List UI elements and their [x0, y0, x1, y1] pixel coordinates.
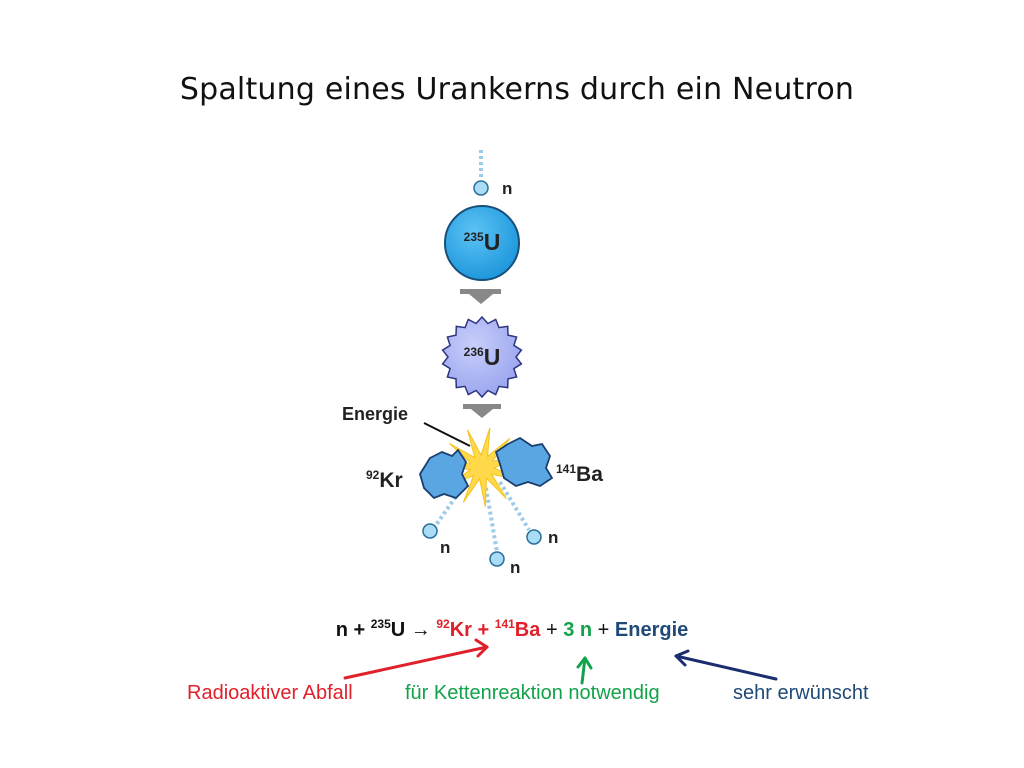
emitted-neutron-2-label: n	[510, 558, 520, 577]
eq-u-symbol: U	[390, 619, 406, 641]
process-arrow-1	[460, 289, 501, 304]
krypton-mass: 92	[366, 468, 380, 482]
eq-plus-2: +	[477, 619, 490, 641]
barium-fragment	[494, 436, 554, 487]
chain-arrow	[576, 656, 593, 685]
waste-arrow	[343, 638, 489, 680]
energy-pointer	[423, 422, 471, 447]
process-arrow-2	[463, 404, 501, 418]
uranium-235-nucleus	[444, 205, 520, 281]
neutron-track-2	[484, 487, 499, 553]
emitted-neutron-1-label: n	[440, 538, 450, 557]
barium-symbol: Ba	[576, 463, 603, 486]
uranium-236-nucleus	[441, 315, 523, 399]
krypton-fragment	[419, 448, 470, 500]
emitted-neutron-1	[422, 523, 438, 539]
uranium-236-mass: 236	[464, 345, 484, 359]
krypton-symbol: Kr	[379, 469, 402, 492]
barium-label: 141Ba	[556, 462, 603, 486]
annotation-chain-reaction: für Kettenreaktion notwendig	[405, 682, 660, 704]
emitted-neutron-3-label: n	[548, 528, 558, 547]
desired-arrow	[674, 649, 778, 681]
eq-plus-3: +	[545, 619, 558, 641]
eq-u-mass: 235	[370, 617, 391, 631]
annotation-desired: sehr erwünscht	[733, 682, 869, 704]
eq-kr-mass: 92	[436, 617, 450, 631]
annotation-waste: Radioaktiver Abfall	[187, 682, 353, 704]
neutron-label-top: n	[502, 179, 512, 198]
eq-neutron: n	[335, 619, 348, 641]
uranium-236-symbol: U	[484, 344, 501, 370]
incoming-neutron	[473, 180, 489, 196]
energy-label: Energie	[342, 404, 408, 424]
fission-equation: n + 235U → 92Kr + 141Ba + 3 n + Energie	[0, 617, 1024, 642]
uranium-235-mass: 235	[464, 230, 484, 244]
barium-mass: 141	[556, 462, 576, 476]
emitted-neutron-2	[489, 551, 505, 567]
slide-title: Spaltung eines Urankerns durch ein Neutr…	[179, 72, 855, 107]
eq-plus-4: +	[597, 619, 610, 641]
uranium-235-label: 235U	[464, 229, 501, 255]
eq-kr-symbol: Kr	[449, 619, 472, 641]
eq-plus-1: +	[353, 619, 366, 641]
uranium-236-label: 236U	[464, 344, 501, 370]
eq-ba-symbol: Ba	[514, 619, 541, 641]
eq-neutrons: 3 n	[563, 619, 593, 641]
uranium-235-symbol: U	[484, 229, 501, 255]
krypton-label: 92Kr	[366, 468, 403, 492]
eq-krypton: 92Kr + 141Ba	[436, 617, 541, 641]
eq-reaction-arrow: →	[410, 619, 431, 641]
neutron-track-3	[498, 480, 531, 532]
eq-energy: Energie	[614, 619, 689, 641]
eq-ba-mass: 141	[494, 617, 515, 631]
emitted-neutron-3	[526, 529, 542, 545]
